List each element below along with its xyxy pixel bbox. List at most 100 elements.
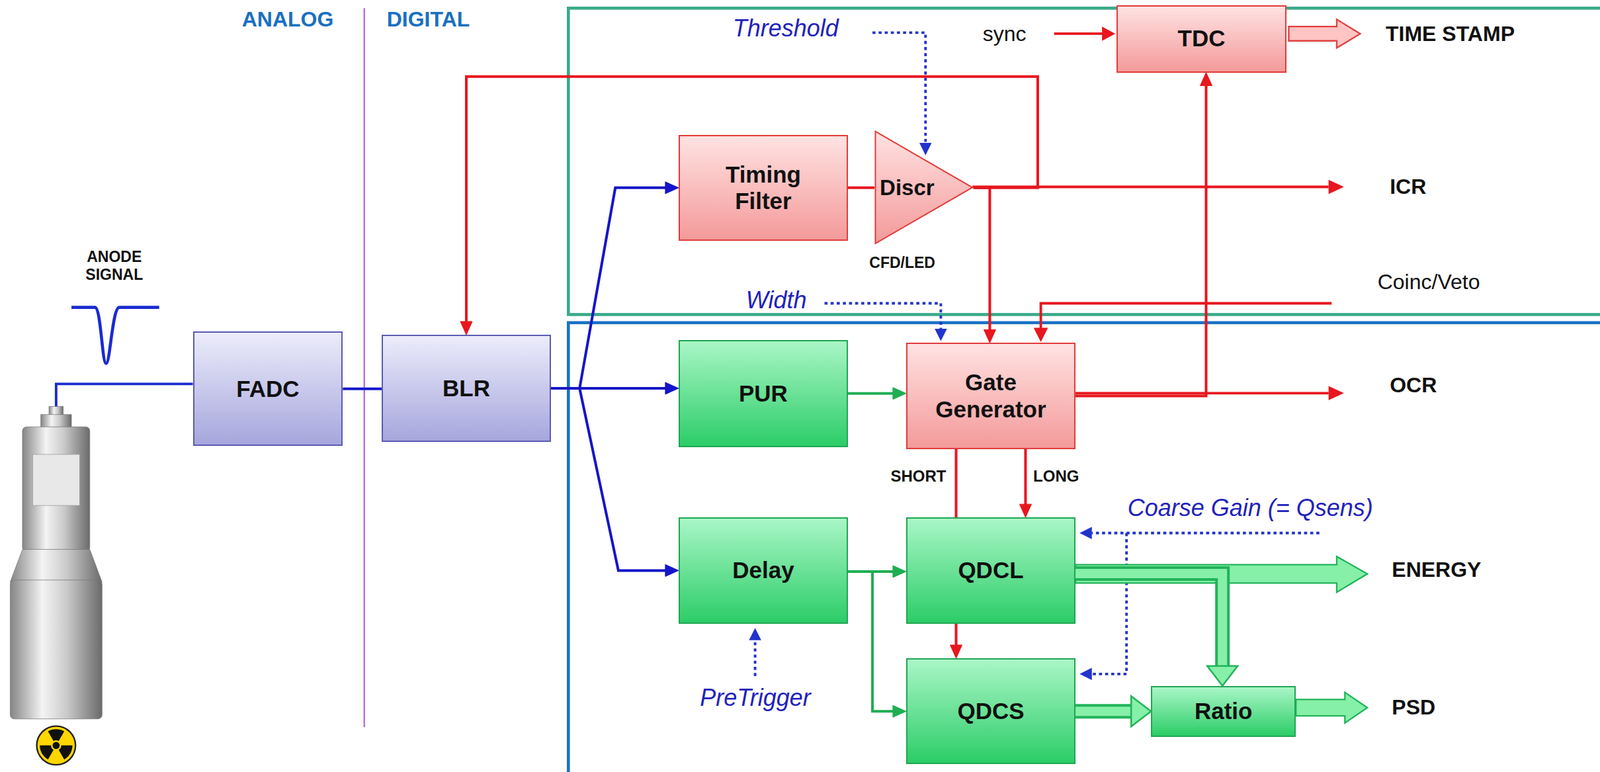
signal-label: DIGITAL [386, 7, 471, 32]
connector-line [847, 571, 895, 712]
triangle-shape [874, 130, 974, 245]
connector-line [847, 186, 875, 190]
connector-line [1075, 703, 1135, 719]
arrowhead [892, 387, 907, 400]
coinc-line [1041, 302, 1333, 329]
connector-line [550, 187, 668, 389]
coinc-arrowhead [1033, 328, 1049, 343]
node-label: Ratio [1194, 697, 1253, 725]
arrowhead [892, 705, 907, 717]
triangle-outline [875, 131, 973, 244]
connector-line [1023, 449, 1027, 506]
process-box: QDCS [906, 658, 1076, 764]
signal-label: ICR [1389, 174, 1427, 200]
connector [460, 76, 1038, 335]
arrowhead [892, 565, 907, 578]
connector [973, 187, 997, 343]
node-label: FADC [236, 375, 299, 403]
connector-line [466, 76, 1038, 324]
radiation-center [52, 741, 60, 749]
process-box: Delay [678, 517, 848, 624]
connector [950, 623, 963, 659]
node-label: PUR [738, 380, 788, 407]
arrowhead [1131, 695, 1151, 727]
connector-line [1075, 84, 1206, 397]
signal-label: TIME STAMP [1385, 21, 1515, 47]
width-arrowhead [934, 328, 948, 342]
connector [550, 388, 679, 577]
connector [342, 388, 382, 389]
signal-label: OCR [1389, 372, 1437, 397]
gain-arrowhead [1079, 527, 1093, 540]
arrowhead [460, 321, 473, 335]
connector-line [973, 187, 991, 332]
node-label: BLR [442, 375, 491, 402]
timing-region [568, 7, 1600, 315]
connector [955, 449, 957, 518]
signal-label: sync [982, 21, 1027, 47]
arrowhead [983, 329, 996, 343]
node-label: Timing Filter [710, 161, 817, 215]
connector-line [955, 623, 958, 647]
icr-arrowhead [1328, 179, 1345, 195]
edge-label: LONG [1031, 466, 1081, 486]
process-box: Timing Filter [678, 134, 848, 241]
anode-pulse [71, 307, 160, 364]
arrowhead [1207, 666, 1238, 686]
signal-label: PreTrigger [699, 684, 811, 712]
process-box: BLR [381, 334, 551, 442]
radiation-blade [39, 745, 54, 760]
arrowhead [1200, 72, 1213, 86]
signal-label: ANALOG [242, 7, 335, 32]
connector [847, 187, 875, 188]
signal-label: PSD [1391, 695, 1436, 720]
ocr-line [1075, 391, 1329, 395]
process-box: Ratio [1150, 685, 1296, 737]
node-caption: CFD/LED [869, 253, 936, 272]
threshold-arrowhead [919, 142, 932, 156]
discriminator-triangle: DiscrCFD/LED [874, 130, 974, 245]
threshold-line [872, 32, 926, 143]
detector-base [9, 580, 102, 719]
node-label: QDCS [957, 697, 1024, 725]
radiation-symbol [37, 726, 77, 766]
signal-label: Width [746, 286, 807, 314]
ocr-arrowhead [1328, 386, 1345, 401]
anode-wire [56, 383, 194, 407]
sync-arrowhead [1101, 26, 1116, 42]
connector-line [1075, 573, 1223, 669]
process-box: PUR [678, 339, 848, 448]
signal-label: Coarse Gain (= Qsens) [1127, 494, 1374, 522]
sync-line [1054, 32, 1103, 36]
pretrigger-arrowhead [748, 627, 762, 641]
connector-line [342, 387, 382, 391]
connector-line [1075, 706, 1135, 716]
signal-label: ANODE SIGNAL [81, 248, 148, 284]
connector-line [1075, 573, 1223, 669]
process-box: FADC [193, 331, 344, 446]
energy-region [568, 322, 1600, 772]
radiation-blade [48, 728, 65, 741]
connector-line [847, 392, 895, 395]
node-label: TDC [1178, 25, 1226, 52]
node-label: Delay [732, 556, 794, 584]
node-label: Discr [879, 175, 935, 201]
psd-block-arrow [1295, 692, 1368, 723]
connector [550, 181, 679, 389]
connector [847, 387, 907, 400]
connector-line [955, 449, 958, 518]
detector-taper [9, 548, 102, 582]
pretrigger-line [754, 640, 757, 676]
edge-label: SHORT [888, 466, 948, 486]
signal-label: ENERGY [1391, 556, 1481, 582]
detector-body [22, 426, 90, 551]
process-box: QDCL [906, 517, 1076, 624]
detector-sticker [32, 454, 80, 506]
arrowhead [950, 644, 963, 659]
connector [1075, 573, 1238, 686]
arrowhead [665, 181, 679, 194]
